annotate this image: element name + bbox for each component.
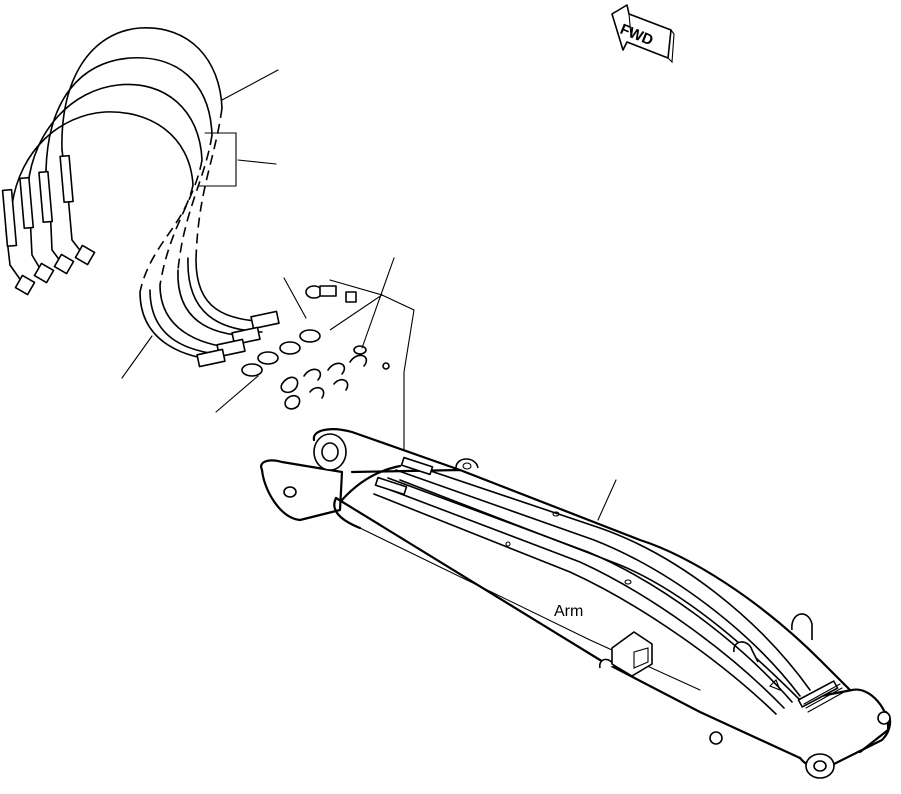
hose-bundle-lower [139,257,280,368]
forward-arrow-icon: FWD [611,4,675,64]
fittings-cluster [241,285,390,410]
callout-lines [121,69,617,521]
arm-body [260,428,892,779]
arm-hoses [373,456,845,715]
arm-label: Arm [554,603,583,620]
hose-bundle-upper [1,27,223,296]
